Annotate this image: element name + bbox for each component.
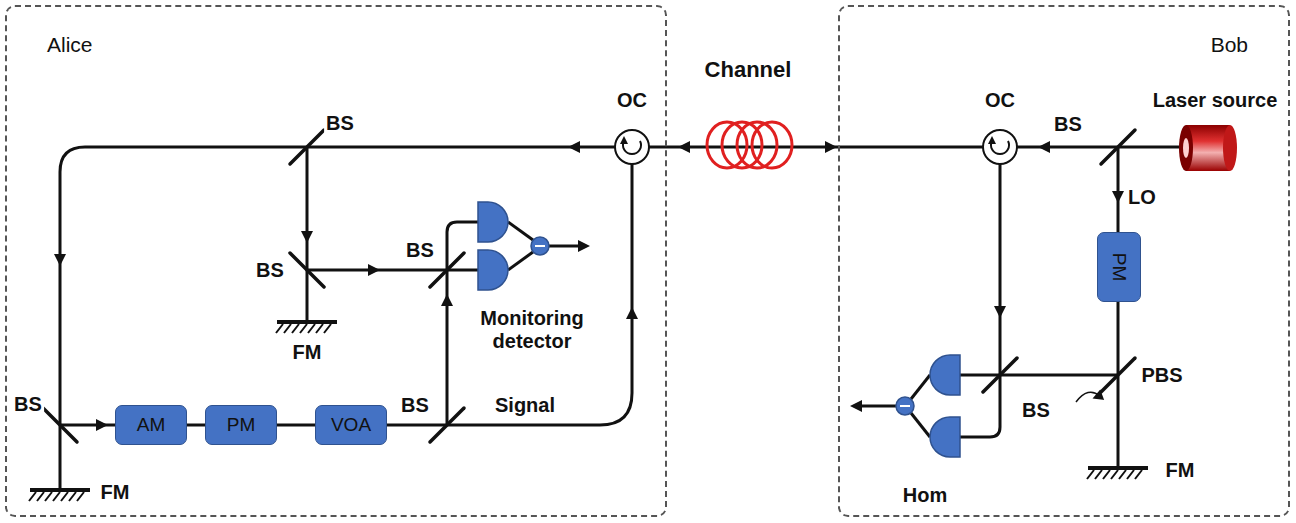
- beam-path: [911, 413, 930, 437]
- party-region: AliceAM PM VOA: [5, 5, 667, 517]
- beam-path: [387, 164, 632, 425]
- beam-path: [508, 252, 533, 270]
- modulator-box: AM: [115, 405, 187, 445]
- faraday-mirror: [1088, 466, 1148, 470]
- beam-splitter: [1101, 130, 1135, 164]
- arrow-head: [994, 306, 1006, 318]
- fiber-coil: [752, 122, 792, 168]
- laser-source: [1179, 125, 1237, 171]
- party-region: BobPM: [838, 5, 1290, 517]
- component-label: BS: [254, 259, 286, 282]
- rotation-arrow: [1094, 391, 1103, 399]
- beam-splitter: [43, 130, 1135, 442]
- laser-source: [1179, 125, 1193, 171]
- beam-path: [549, 245, 580, 248]
- component-label: BS: [1052, 113, 1084, 136]
- component-label: PBS: [1139, 364, 1184, 387]
- component-label: FM: [291, 341, 324, 364]
- beam-splitter: [983, 358, 1017, 392]
- component-label: BS: [404, 239, 436, 262]
- component-label: BS: [1020, 399, 1052, 422]
- arrow-head: [368, 264, 380, 276]
- component-label: Monitoring detector: [455, 307, 609, 353]
- modulator-box: PM: [205, 405, 277, 445]
- arrow-head: [1038, 141, 1050, 153]
- photodetector: [478, 250, 508, 290]
- laser-source: [1183, 138, 1189, 158]
- component-name: PM: [227, 414, 256, 436]
- component-label: BS: [399, 394, 431, 417]
- party-name: Alice: [47, 33, 93, 57]
- beam-path: [649, 146, 983, 149]
- beam-path: [508, 222, 533, 240]
- component-label: LO: [1126, 186, 1158, 209]
- fiber-coil: [707, 122, 792, 168]
- faraday-mirror: [277, 320, 337, 324]
- faraday-mirror: [30, 488, 90, 492]
- arrow-head: [825, 141, 837, 153]
- component-label: BS: [12, 393, 44, 416]
- beam-path: [307, 269, 478, 272]
- component-label: OC: [983, 89, 1017, 112]
- component-name: AM: [137, 414, 166, 436]
- modulator-box: PM: [1097, 232, 1141, 302]
- beam-path: [1117, 302, 1120, 466]
- component-label: FM: [1164, 459, 1197, 482]
- subtractor: [531, 237, 549, 255]
- optical-circulator: [988, 136, 996, 144]
- arrow-head: [678, 141, 690, 153]
- minus-sign: [900, 405, 910, 407]
- beam-path: [960, 374, 1118, 377]
- beam-splitter: [290, 130, 324, 164]
- arrow-head: [568, 141, 580, 153]
- beam-connector: [187, 424, 205, 427]
- beam-path: [911, 375, 930, 399]
- component-label: Channel: [703, 57, 794, 82]
- component-name: PM: [1108, 253, 1130, 282]
- component-label: BS: [324, 112, 356, 135]
- arrow-head: [850, 400, 862, 412]
- beam-path: [1117, 147, 1120, 232]
- party-name: Bob: [1211, 33, 1248, 57]
- arrow-head: [441, 294, 453, 306]
- optical-circulator: [983, 130, 1017, 164]
- rotation-arrow: [1076, 391, 1103, 402]
- arrow-head: [578, 240, 590, 252]
- arrow-head: [54, 254, 66, 266]
- arrow-head: [626, 307, 638, 319]
- beam-path: [960, 164, 1000, 437]
- beam-splitter: [430, 408, 464, 442]
- beam-path: [60, 147, 1182, 488]
- arrow-head: [96, 419, 108, 431]
- component-label: FM: [99, 481, 132, 504]
- minus-sign: [535, 245, 545, 247]
- laser-source: [1223, 125, 1237, 171]
- beam-connector: [277, 424, 315, 427]
- beam-splitter: [1101, 358, 1135, 392]
- component-label: Hom: [901, 484, 949, 507]
- photodetector: [478, 202, 508, 242]
- arrow-head: [301, 231, 313, 243]
- beam-path: [862, 405, 896, 408]
- arrow-head: [1112, 191, 1124, 203]
- optical-circulator: [615, 130, 649, 164]
- modulator-box: VOA: [315, 405, 387, 445]
- optical-circulator: [620, 136, 628, 144]
- component-name: VOA: [331, 414, 371, 436]
- beam-splitter: [290, 253, 324, 287]
- beam-path: [60, 147, 615, 488]
- optical-circulator: [615, 130, 1017, 164]
- photodetector: [930, 355, 960, 395]
- component-label: Signal: [493, 394, 557, 417]
- component-label: Laser source: [1151, 89, 1280, 112]
- photodetector: [930, 417, 960, 457]
- beam-splitter: [43, 408, 77, 442]
- component-label: OC: [615, 89, 649, 112]
- arrow-head: [54, 141, 1124, 431]
- subtractor: [896, 397, 914, 415]
